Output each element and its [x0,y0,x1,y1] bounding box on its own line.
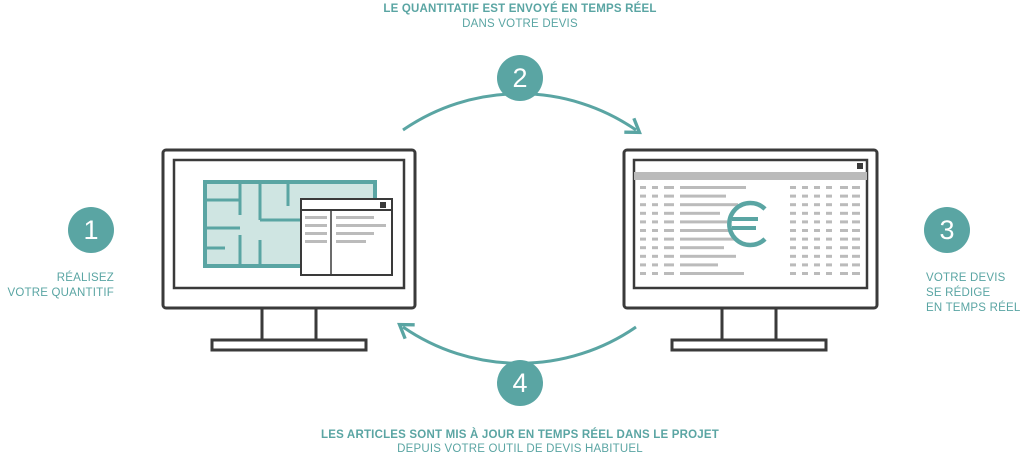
step-3-line-3: EN TEMPS RÉEL [926,302,1021,314]
bottom-caption-subtitle: DEPUIS VOTRE OUTIL DE DEVIS HABITUEL [397,443,643,455]
euro-icon [727,200,769,248]
step-3-line-1: VOTRE DEVIS [926,272,1006,284]
top-caption-subtitle: DANS VOTRE DEVIS [462,18,578,30]
step-3-line-2: SE RÉDIGE [926,287,991,299]
step-1-badge: 1 [68,207,114,253]
floor-plan-monitor-icon [161,148,417,352]
step-4-badge: 4 [497,360,543,406]
top-caption-title: LE QUANTITATIF EST ENVOYÉ EN TEMPS RÉEL [383,3,657,15]
bottom-caption-title: LES ARTICLES SONT MIS À JOUR EN TEMPS RÉ… [321,429,719,441]
step-2-badge: 2 [497,55,543,101]
step-1-line-2: VOTRE QUANTITIF [7,287,114,299]
spreadsheet-monitor-icon [622,148,879,352]
step-1-line-1: RÉALISEZ [56,272,114,284]
step-3-label: VOTRE DEVIS SE RÉDIGE EN TEMPS RÉEL [926,271,1024,316]
step-1-label: RÉALISEZ VOTRE QUANTITIF [0,271,114,301]
step-3-badge: 3 [924,207,970,253]
bottom-arrow [397,322,637,365]
